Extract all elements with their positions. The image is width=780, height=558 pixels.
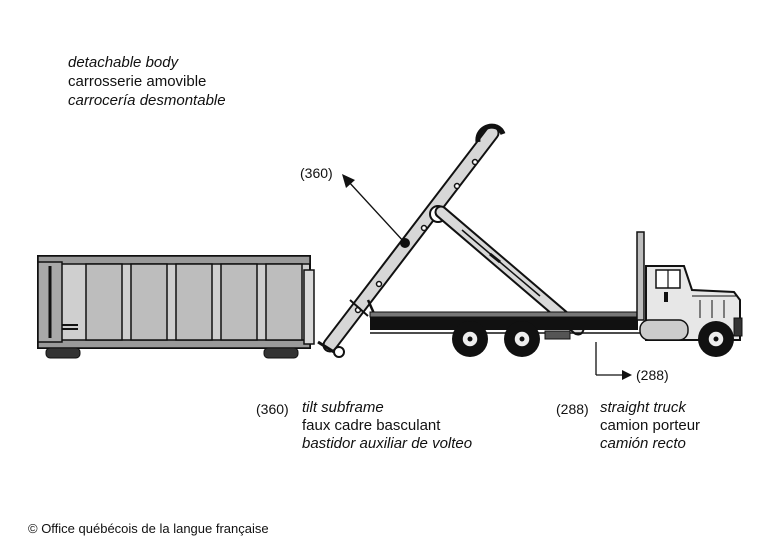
arm-callout-arrow	[342, 174, 406, 244]
truck-callout-ref: (288)	[636, 367, 669, 383]
truck-label-en: straight truck	[600, 399, 686, 416]
truck-label-es: camión recto	[600, 435, 686, 452]
tilt-label-es: bastidor auxiliar de volteo	[302, 435, 473, 452]
tilt-label-fr: faux cadre basculant	[302, 417, 441, 434]
hydraulic-cylinder	[434, 205, 585, 336]
straight-truck	[369, 231, 743, 357]
copyright-notice: © Office québécois de la langue français…	[28, 521, 269, 536]
tilt-label-en: tilt subframe	[302, 399, 384, 416]
truck-label-ref: (288)	[556, 401, 589, 417]
tilt-label-ref: (360)	[256, 401, 289, 417]
arm-callout-ref: (360)	[300, 165, 333, 181]
body-label-es: carrocería desmontable	[68, 92, 226, 109]
truck-callout-arrow	[595, 342, 632, 380]
body-label-en: detachable body	[68, 54, 179, 71]
detachable-body-container	[37, 255, 315, 359]
truck-label-fr: camion porteur	[600, 417, 701, 434]
body-label-fr: carrosserie amovible	[68, 73, 207, 90]
tilt-subframe-arm	[317, 123, 506, 358]
